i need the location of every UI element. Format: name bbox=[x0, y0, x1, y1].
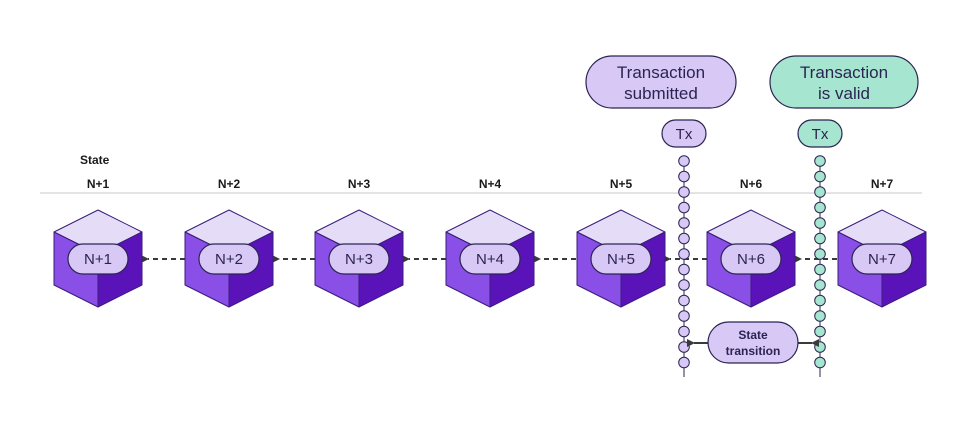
bead bbox=[678, 341, 690, 353]
bead bbox=[814, 248, 826, 260]
submitted-bead-chain bbox=[678, 155, 690, 377]
state-transition-line2: transition bbox=[726, 344, 781, 358]
block-cubes: N+1 N+2 N+3 N+4 N+5 N+6 N+7 bbox=[53, 209, 927, 308]
bead bbox=[678, 294, 690, 307]
submitted-tx-label: Tx bbox=[676, 126, 693, 143]
block-label-pill bbox=[459, 243, 521, 275]
bead bbox=[814, 310, 826, 322]
bead bbox=[678, 356, 690, 369]
state-transition-pill bbox=[707, 321, 799, 364]
column-label: N+4 bbox=[479, 177, 502, 191]
valid-callout bbox=[769, 55, 919, 109]
submitted-line1: Transaction bbox=[617, 63, 705, 82]
bead bbox=[814, 217, 826, 229]
bead bbox=[814, 186, 826, 198]
bead bbox=[814, 232, 826, 245]
block-label-pill bbox=[720, 243, 782, 275]
valid-line1: Transaction bbox=[800, 63, 888, 82]
block-label-pill bbox=[590, 243, 652, 275]
bead bbox=[678, 325, 690, 338]
submitted-callout bbox=[585, 55, 737, 109]
block-label: N+6 bbox=[737, 251, 765, 268]
bead bbox=[678, 263, 690, 276]
bead bbox=[814, 279, 826, 291]
block-label-pill bbox=[328, 243, 390, 275]
bead bbox=[814, 263, 826, 276]
block-cube: N+7 bbox=[837, 209, 927, 308]
bead bbox=[814, 294, 826, 307]
bead bbox=[678, 279, 690, 291]
submitted-column: Transaction submitted Tx bbox=[585, 55, 737, 377]
column-label: N+6 bbox=[740, 177, 763, 191]
column-label: N+1 bbox=[87, 177, 110, 191]
block-label-pill bbox=[67, 243, 129, 275]
submitted-line2: submitted bbox=[624, 84, 698, 103]
block-cube: N+6 bbox=[706, 209, 796, 308]
valid-tx-badge bbox=[797, 119, 843, 148]
state-header: State bbox=[80, 153, 110, 167]
column-label: N+7 bbox=[871, 177, 894, 191]
block-label-pill bbox=[198, 243, 260, 275]
bead bbox=[814, 170, 826, 183]
block-label: N+2 bbox=[215, 251, 243, 268]
block-label: N+3 bbox=[345, 251, 373, 268]
bead bbox=[678, 186, 690, 198]
bead bbox=[678, 310, 690, 322]
state-transition: State transition bbox=[687, 321, 819, 364]
block-label: N+4 bbox=[476, 251, 504, 268]
block-label: N+7 bbox=[868, 251, 896, 268]
column-label: N+3 bbox=[348, 177, 371, 191]
block-cube: N+4 bbox=[445, 209, 535, 308]
column-label: N+5 bbox=[610, 177, 633, 191]
block-label-pill bbox=[851, 243, 913, 275]
bead bbox=[678, 232, 690, 245]
block-cube: N+3 bbox=[314, 209, 404, 308]
bead bbox=[678, 155, 690, 167]
submitted-tx-badge bbox=[661, 119, 707, 148]
bead bbox=[814, 155, 826, 167]
bead bbox=[814, 325, 826, 338]
column-label: N+2 bbox=[218, 177, 241, 191]
valid-tx-label: Tx bbox=[812, 126, 829, 143]
valid-line2: is valid bbox=[818, 84, 870, 103]
column-labels: N+1 N+2 N+3 N+4 N+5 N+6 N+7 bbox=[87, 177, 894, 191]
block-cube: N+2 bbox=[184, 209, 274, 308]
bead bbox=[678, 201, 690, 214]
valid-column: Transaction is valid Tx bbox=[769, 55, 919, 377]
bead bbox=[678, 217, 690, 229]
bead bbox=[814, 356, 826, 369]
block-cube: N+1 bbox=[53, 209, 143, 308]
state-transition-line1: State bbox=[738, 328, 768, 342]
valid-bead-chain bbox=[814, 155, 826, 377]
block-label: N+1 bbox=[84, 251, 112, 268]
bead bbox=[814, 341, 826, 353]
bead bbox=[814, 201, 826, 214]
block-label: N+5 bbox=[607, 251, 635, 268]
bead bbox=[678, 248, 690, 260]
bead bbox=[678, 170, 690, 183]
block-cube: N+5 bbox=[576, 209, 666, 308]
